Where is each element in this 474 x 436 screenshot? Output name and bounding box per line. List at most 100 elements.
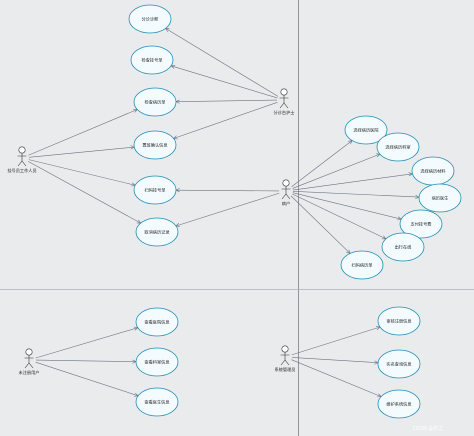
actor-head-icon (18, 146, 26, 154)
association-line (35, 327, 138, 359)
use-case-ellipse[interactable] (135, 217, 179, 247)
actor-label: 系统管理员 (275, 366, 296, 373)
use-case-label: 置班确认信息 (142, 142, 167, 149)
association-line (171, 65, 278, 99)
use-case-ellipse[interactable] (381, 232, 425, 262)
use-case-ellipse[interactable] (135, 347, 179, 377)
association-line (173, 102, 278, 139)
association-line (291, 140, 353, 187)
actor-head-icon (280, 88, 288, 96)
use-case-uc11[interactable]: 支付挂号费 (399, 209, 443, 239)
use-case-label: 查看科室信息 (144, 359, 169, 366)
association-line (28, 109, 138, 156)
use-case-label: 选择病历科室 (385, 144, 410, 151)
use-case-ellipse[interactable] (377, 389, 421, 419)
use-case-ellipse[interactable] (130, 45, 174, 75)
association-line (28, 146, 135, 158)
actor-unregistered[interactable]: 未注册用户 (19, 348, 40, 376)
actor-label: 挂号员工作人员 (7, 167, 36, 174)
use-case-label: 选择病历材料 (420, 168, 446, 175)
use-case-uc4[interactable]: 置班确认信息 (133, 130, 177, 160)
association-line (290, 195, 351, 254)
use-case-label: 选择病历医院 (353, 127, 379, 134)
use-case-uc3[interactable]: 检查病历单 (133, 87, 177, 117)
use-case-uc18[interactable]: 实名查询信息 (377, 349, 421, 379)
use-case-ellipse[interactable] (135, 307, 179, 337)
use-case-ellipse[interactable] (377, 306, 421, 336)
association-line (291, 359, 382, 397)
use-case-uc8[interactable]: 选择病历科室 (376, 132, 420, 162)
use-case-label: 病历医生 (432, 195, 449, 202)
actor-body-icon (279, 95, 289, 109)
association-line (165, 28, 279, 97)
use-case-uc5[interactable]: 扫码挂号单 (133, 175, 177, 205)
use-case-ellipse[interactable] (135, 387, 179, 417)
actor-registrar[interactable]: 挂号员工作人员 (7, 146, 37, 174)
association-line (292, 153, 381, 189)
use-case-uc9[interactable]: 选择病历材料 (411, 156, 455, 186)
use-case-uc1[interactable]: 分诊诊断 (128, 4, 172, 34)
actor-body-icon (280, 352, 290, 366)
association-line (292, 173, 413, 191)
use-case-label: 查看医院信息 (144, 319, 169, 326)
use-case-uc12[interactable]: 出行在线 (381, 232, 425, 262)
use-case-ellipse[interactable] (133, 87, 177, 117)
actor-patient[interactable]: 病户 (281, 179, 291, 207)
use-case-ellipse[interactable] (133, 175, 177, 205)
use-case-ellipse[interactable] (340, 250, 384, 280)
use-case-label: 分诊诊断 (142, 16, 160, 23)
use-case-uc17[interactable]: 审核注册信息 (377, 306, 421, 336)
use-case-uc7[interactable]: 选择病历医院 (344, 115, 388, 145)
use-case-ellipse[interactable] (133, 130, 177, 160)
actor-head-icon (282, 179, 290, 187)
association-line (27, 161, 141, 224)
association-line (291, 357, 379, 364)
actor-body-icon (24, 355, 34, 369)
use-case-label: 出行在线 (395, 244, 413, 251)
use-case-label: 取消病历记录 (144, 229, 169, 236)
use-case-uc6[interactable]: 取消病历记录 (135, 217, 179, 247)
use-case-label: 扫码病历单 (352, 262, 373, 269)
use-case-ellipse[interactable] (128, 4, 172, 34)
association-line (175, 189, 280, 192)
use-case-uc13[interactable]: 扫码病历单 (340, 250, 384, 280)
use-case-label: 扫码挂号单 (145, 187, 166, 194)
use-case-uc19[interactable]: 维护系统信息 (377, 389, 421, 419)
association-line (35, 359, 137, 362)
association-line (292, 191, 420, 198)
use-case-ellipse[interactable] (344, 115, 388, 145)
actor-admin[interactable]: 系统管理员 (275, 345, 296, 373)
use-case-uc15[interactable]: 查看科室信息 (135, 347, 179, 377)
use-case-uc2[interactable]: 检查挂号单 (130, 45, 174, 75)
use-case-uc10[interactable]: 病历医生 (418, 183, 462, 213)
actor-body-icon (17, 153, 27, 167)
actor-head-icon (25, 348, 33, 356)
association-line (175, 99, 278, 102)
use-case-label: 维护系统信息 (386, 401, 411, 408)
use-case-label: 实名查询信息 (386, 361, 411, 368)
association-line (35, 361, 139, 397)
use-case-label: 审核注册信息 (386, 318, 411, 325)
actor-label: 未注册用户 (19, 369, 40, 376)
actor-body-icon (281, 186, 291, 200)
use-case-ellipse[interactable] (377, 349, 421, 379)
actor-label: 分诊台护士 (274, 109, 295, 116)
use-case-label: 查看医生信息 (144, 399, 169, 406)
actor-label: 病户 (282, 200, 290, 207)
association-line (292, 193, 387, 240)
association-line (292, 192, 402, 220)
association-line (291, 326, 381, 356)
use-case-label: 检查病历单 (145, 99, 166, 106)
use-case-uc14[interactable]: 查看医院信息 (135, 307, 179, 337)
actor-nurse[interactable]: 分诊台护士 (274, 88, 295, 116)
use-case-label: 支付挂号费 (411, 221, 432, 228)
use-case-ellipse[interactable] (376, 132, 420, 162)
association-line (28, 159, 136, 186)
use-case-ellipse[interactable] (418, 183, 462, 213)
use-case-uc16[interactable]: 查看医生信息 (135, 387, 179, 417)
use-case-ellipse[interactable] (399, 209, 443, 239)
watermark: CSDN @於之 (413, 425, 444, 432)
